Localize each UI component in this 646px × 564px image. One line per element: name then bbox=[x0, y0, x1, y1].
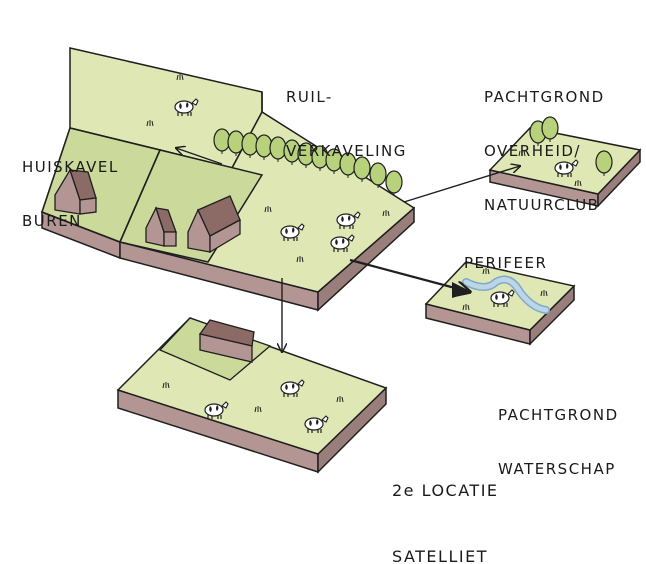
farmhouse-icon bbox=[54, 168, 97, 215]
farmhouse-icon bbox=[187, 195, 241, 254]
label-pachtgrond-overheid: PACHTGROND OVERHEID/ NATUURCLUB bbox=[484, 88, 605, 214]
label-perifeer: PERIFEER bbox=[464, 254, 548, 272]
arrow-icon bbox=[176, 148, 223, 165]
plot-overheid bbox=[488, 116, 642, 208]
farmhouse-icon bbox=[145, 206, 177, 247]
arrow-icon bbox=[349, 258, 472, 298]
plot-satelliet bbox=[116, 317, 388, 474]
arrow-icon bbox=[403, 166, 520, 203]
barn-icon bbox=[198, 319, 255, 363]
label-satelliet: 2e LOCATIE SATELLIET bbox=[392, 481, 499, 564]
plot-waterschap bbox=[424, 261, 576, 346]
label-pachtgrond-waterschap: PACHTGROND WATERSCHAP bbox=[498, 406, 619, 478]
label-ruilverkaveling: RUIL- VERKAVELING bbox=[286, 88, 407, 160]
label-huiskavel: HUISKAVEL BUREN bbox=[22, 158, 119, 230]
